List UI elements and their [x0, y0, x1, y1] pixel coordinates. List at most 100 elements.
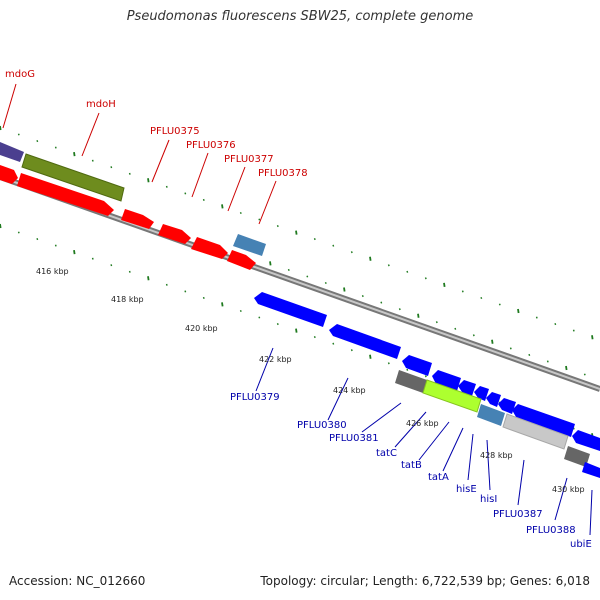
- feature-red-2[interactable]: [17, 173, 114, 216]
- tick-mark: [583, 373, 586, 376]
- tick-mark: [398, 308, 401, 311]
- tick-mark: [528, 353, 531, 356]
- feature-blue-6[interactable]: [474, 386, 489, 401]
- tick-mark: [36, 238, 39, 241]
- tick-mark: [454, 327, 457, 330]
- tick-mark: [184, 290, 187, 293]
- feature-blue-11[interactable]: [582, 462, 600, 478]
- label-hisE[interactable]: hisE: [456, 484, 477, 495]
- tick-mark: [91, 257, 94, 260]
- feature-blue-4[interactable]: [432, 370, 461, 391]
- tick-mark: [369, 256, 372, 261]
- tick-mark: [91, 159, 94, 162]
- tick-mark: [17, 133, 20, 136]
- tick-mark: [276, 225, 279, 228]
- tick-mark: [313, 238, 316, 241]
- scale-label-428: 428 kbp: [480, 451, 513, 460]
- label-PFLU0376[interactable]: PFLU0376: [186, 140, 236, 151]
- accession-text: Accession: NC_012660: [9, 574, 146, 588]
- tick-mark: [361, 295, 364, 298]
- label-mdoG[interactable]: mdoG: [5, 69, 35, 80]
- leader-PFLU0379: [255, 347, 274, 392]
- tick-mark: [258, 218, 261, 221]
- feature-blue-8[interactable]: [498, 398, 516, 414]
- tick-mark: [239, 309, 242, 313]
- leader-PFLU0378: [258, 180, 277, 225]
- forward-features: [0, 142, 266, 270]
- tick-mark: [443, 282, 446, 288]
- feature-blue-3[interactable]: [402, 355, 432, 376]
- feature-blue-1[interactable]: [254, 292, 327, 327]
- tick-mark: [73, 249, 76, 255]
- feature-lightgreen[interactable]: [422, 379, 482, 413]
- tick-mark: [517, 308, 520, 314]
- tick-mark: [221, 302, 224, 307]
- tick-mark: [17, 231, 20, 234]
- tick-mark: [554, 323, 557, 326]
- feature-red-6[interactable]: [227, 250, 256, 270]
- label-ubiE[interactable]: ubiE: [570, 539, 592, 550]
- label-PFLU0377[interactable]: PFLU0377: [224, 154, 274, 165]
- label-tatB[interactable]: tatB: [401, 460, 422, 471]
- genome-title: Pseudomonas fluorescens SBW25, complete …: [126, 9, 474, 24]
- tick-mark: [295, 328, 298, 333]
- feature-mdoG[interactable]: [0, 142, 24, 162]
- leader-PFLU0380: [327, 377, 349, 421]
- tick-mark: [406, 368, 409, 371]
- tick-mark: [350, 349, 353, 352]
- feature-gray-dark-2[interactable]: [564, 446, 590, 467]
- tick-mark: [258, 316, 261, 319]
- label-PFLU0380[interactable]: PFLU0380: [297, 420, 347, 431]
- tick-mark: [36, 140, 39, 143]
- tick-mark: [269, 261, 272, 266]
- tick-mark: [110, 264, 113, 267]
- feature-red-4[interactable]: [158, 224, 191, 244]
- feature-mdoH[interactable]: [21, 153, 125, 202]
- leader-PFLU0375: [151, 139, 170, 183]
- tick-mark: [239, 211, 242, 215]
- tick-mark: [424, 375, 427, 378]
- label-tatC[interactable]: tatC: [376, 448, 397, 459]
- scale-label-422: 422 kbp: [259, 355, 292, 364]
- label-PFLU0378[interactable]: PFLU0378: [258, 168, 308, 179]
- label-PFLU0381[interactable]: PFLU0381: [329, 433, 379, 444]
- scale-label-424: 424 kbp: [333, 386, 366, 395]
- label-PFLU0375[interactable]: PFLU0375: [150, 126, 200, 137]
- feature-gray-dark-1[interactable]: [395, 370, 427, 393]
- tick-mark: [480, 296, 483, 300]
- feature-lightgray[interactable]: [502, 413, 569, 450]
- tick-mark: [0, 223, 2, 229]
- scale-label-418: 418 kbp: [111, 295, 144, 304]
- label-PFLU0379[interactable]: PFLU0379: [230, 392, 280, 403]
- tick-mark: [491, 339, 494, 344]
- label-tatA[interactable]: tatA: [428, 472, 449, 483]
- tick-mark: [165, 283, 168, 286]
- label-PFLU0387[interactable]: PFLU0387: [493, 509, 543, 520]
- tick-mark: [332, 244, 335, 247]
- feature-blue-10[interactable]: [572, 430, 600, 451]
- feature-blue-9[interactable]: [512, 404, 575, 437]
- feature-blue-2[interactable]: [329, 324, 401, 359]
- feature-red-1[interactable]: [0, 165, 18, 184]
- feature-steelblue-2[interactable]: [477, 404, 505, 426]
- label-hisI[interactable]: hisI: [480, 494, 497, 505]
- tick-mark: [128, 172, 131, 175]
- tick-mark: [202, 198, 205, 201]
- label-mdoH[interactable]: mdoH: [86, 99, 116, 110]
- label-PFLU0388[interactable]: PFLU0388: [526, 525, 576, 536]
- forward-labels: mdoG mdoH PFLU0375 PFLU0376 PFLU0377 PFL…: [5, 69, 308, 179]
- tick-mark: [350, 251, 353, 254]
- feature-steelblue[interactable]: [233, 234, 266, 256]
- leader-hisE: [467, 433, 474, 481]
- tick-mark: [324, 281, 327, 285]
- tick-mark: [572, 329, 575, 332]
- feature-red-3[interactable]: [121, 209, 154, 229]
- feature-blue-7[interactable]: [486, 392, 501, 407]
- scale-label-420: 420 kbp: [185, 324, 218, 333]
- leader-PFLU0376: [191, 152, 209, 198]
- tick-mark: [343, 287, 346, 292]
- leader-tatC: [394, 411, 427, 448]
- feature-red-5[interactable]: [191, 237, 228, 259]
- leader-PFLU0388: [554, 477, 568, 521]
